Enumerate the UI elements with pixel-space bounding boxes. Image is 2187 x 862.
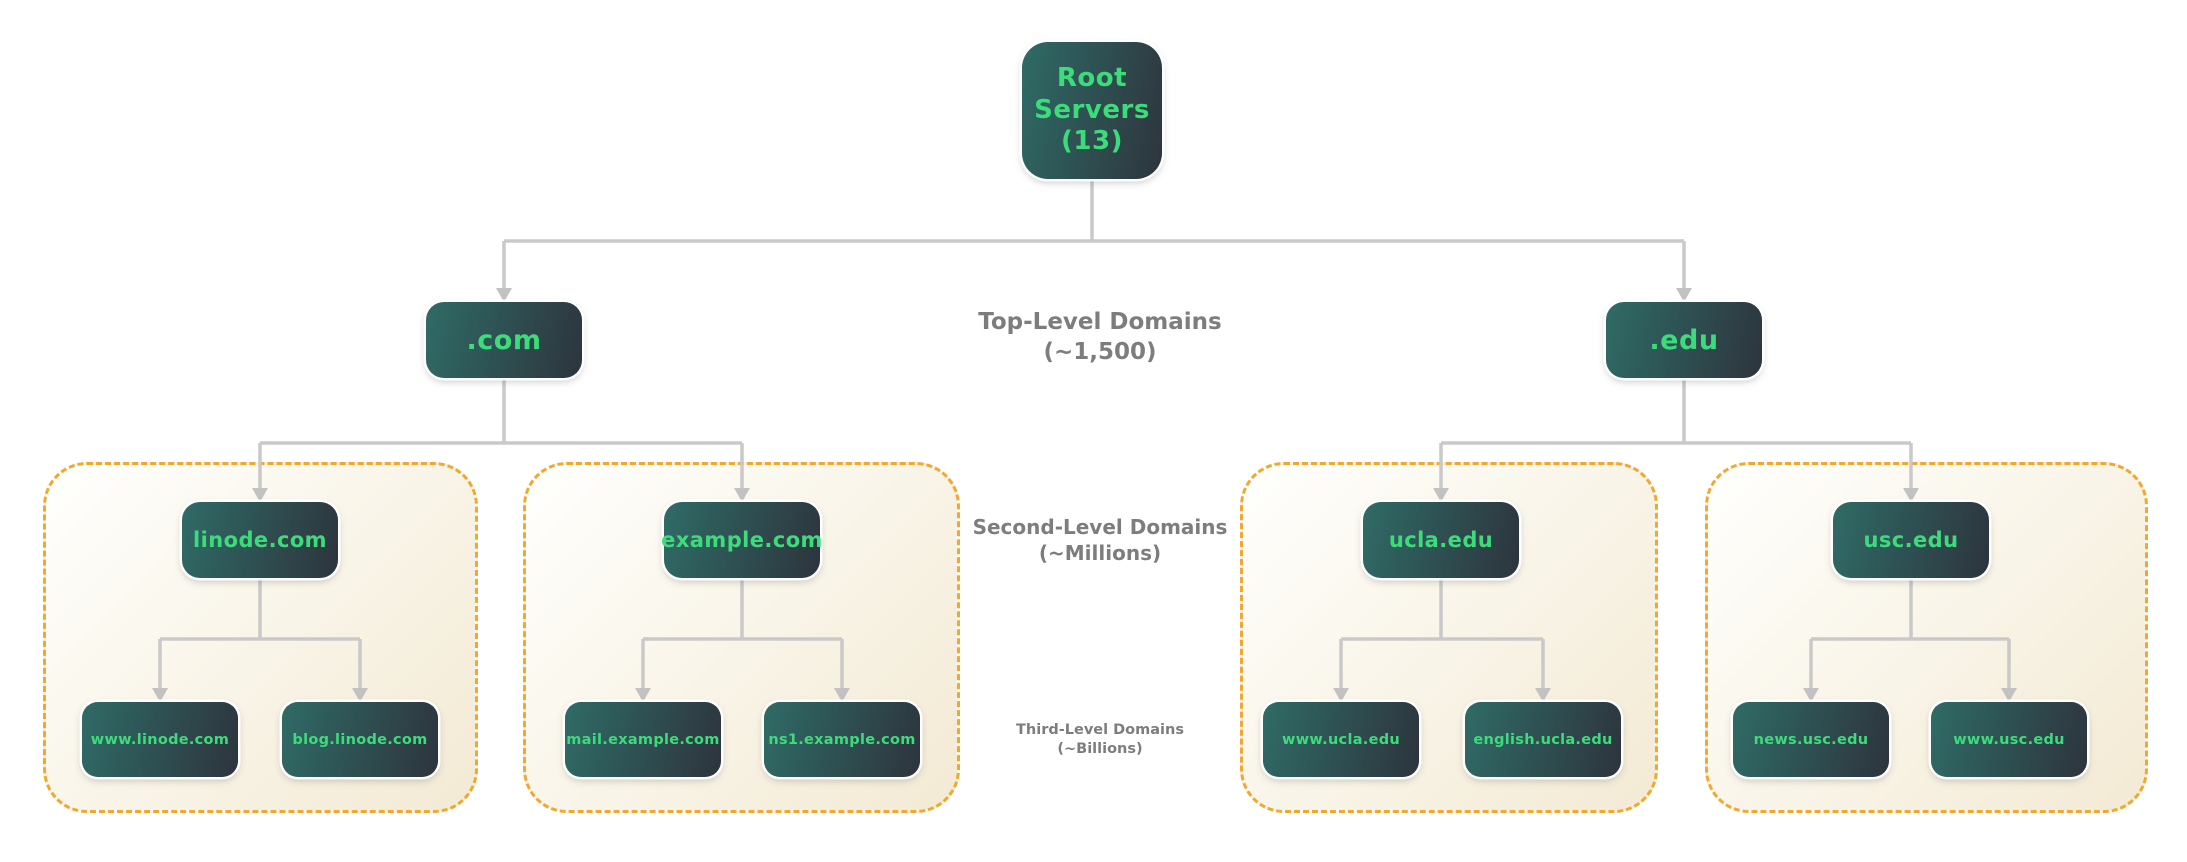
label-third-level-domains-line2: (~Billions)	[1057, 740, 1143, 757]
node-l3-ns1-example-com: ns1.example.com	[764, 702, 920, 777]
node-l3-www-linode-com: www.linode.com	[82, 702, 238, 777]
node-sld-usc-edu: usc.edu	[1833, 502, 1989, 578]
label-second-level-domains-line2: (~Millions)	[1038, 541, 1162, 565]
label-top-level-domains-line1: Top-Level Domains	[978, 309, 1222, 335]
node-root-line2: Servers	[1034, 94, 1150, 125]
label-second-level-domains-line1: Second-Level Domains	[972, 515, 1228, 539]
node-sld-example-com: example.com	[661, 502, 822, 578]
label-second-level-domains: Second-Level Domains (~Millions)	[930, 514, 1270, 566]
label-third-level-domains-line1: Third-Level Domains	[1016, 722, 1184, 738]
node-sld-linode-com: linode.com	[182, 502, 338, 578]
label-top-level-domains: Top-Level Domains (~1,500)	[930, 308, 1270, 368]
node-l3-blog-linode-com: blog.linode.com	[282, 702, 438, 777]
node-root-servers: Root Servers (13)	[1022, 42, 1162, 179]
node-sld-ucla-edu: ucla.edu	[1363, 502, 1519, 578]
node-tld-com: .com	[426, 302, 582, 378]
node-root-line3: (13)	[1060, 126, 1124, 157]
node-l3-www-ucla-edu: www.ucla.edu	[1263, 702, 1419, 777]
node-root-line1: Root	[1056, 62, 1128, 93]
label-top-level-domains-line2: (~1,500)	[1043, 338, 1157, 365]
node-l3-news-usc-edu: news.usc.edu	[1733, 702, 1889, 777]
node-l3-english-ucla-edu: english.ucla.edu	[1465, 702, 1621, 777]
label-third-level-domains: Third-Level Domains (~Billions)	[930, 721, 1270, 759]
node-tld-edu: .edu	[1606, 302, 1762, 378]
node-l3-www-usc-edu: www.usc.edu	[1931, 702, 2087, 777]
node-l3-mail-example-com: mail.example.com	[565, 702, 721, 777]
